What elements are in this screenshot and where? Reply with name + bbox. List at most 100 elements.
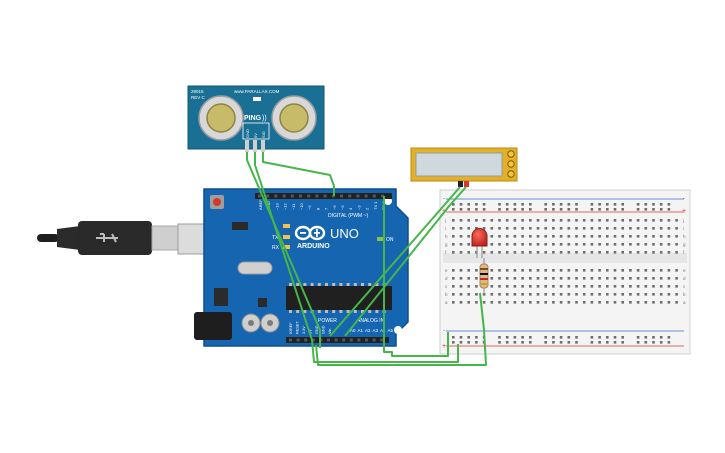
analog-header-label: ANALOG IN — [357, 318, 385, 324]
row-label: f — [445, 250, 447, 255]
header-pin[interactable] — [348, 194, 352, 198]
ping-waves-icon: )) — [262, 115, 267, 122]
wires[interactable] — [246, 152, 487, 366]
header-pin[interactable] — [304, 338, 308, 342]
rx-led — [283, 245, 290, 249]
header-pin[interactable] — [307, 194, 311, 198]
header-pin[interactable] — [372, 338, 376, 342]
header-pin[interactable] — [323, 194, 327, 198]
row-label: d — [445, 276, 448, 281]
lcd-pin-icon — [507, 150, 515, 158]
row-label: g — [683, 242, 686, 247]
header-pin[interactable] — [364, 194, 368, 198]
sensor-pins[interactable] — [245, 140, 265, 152]
ping-ultrasonic-sensor[interactable]: 28015 REV C www.PARALLAX.COM PING )) GND… — [187, 85, 325, 152]
analog-pin-label: A2 — [365, 328, 371, 333]
header-pin[interactable] — [381, 194, 384, 198]
power-jack — [194, 312, 232, 340]
tx-label: TX — [272, 235, 279, 241]
row-label: a — [445, 300, 448, 305]
analog-pin-label: A5 — [388, 328, 394, 333]
rx-label: RX — [272, 245, 280, 251]
led-body — [471, 228, 488, 247]
digital-pin-label: ~3 — [356, 205, 361, 210]
row-label: i — [445, 226, 446, 231]
digital-header-label: DIGITAL (PWM ~) — [328, 213, 368, 219]
row-label: g — [445, 242, 448, 247]
red-led[interactable] — [471, 228, 488, 258]
power-header-label: POWER — [318, 318, 337, 324]
row-label: c — [445, 284, 448, 289]
header-pin[interactable] — [356, 194, 360, 198]
arduino-logo-icon — [294, 225, 326, 241]
digital-header — [255, 193, 392, 199]
arduino-uno-board[interactable]: TX RX L ON ARDUINO UNO DIGITAL (PWM ~) P… — [194, 188, 409, 347]
header-pin[interactable] — [282, 194, 286, 198]
power-pin-label: 3.3V — [302, 326, 306, 334]
header-pin[interactable] — [349, 338, 353, 342]
header-pin[interactable] — [357, 338, 361, 342]
on-led — [377, 237, 384, 241]
left-transducer — [198, 95, 244, 141]
row-label: i — [683, 226, 684, 231]
header-pin[interactable] — [299, 194, 302, 198]
digital-pin-label: 2 — [365, 207, 370, 210]
header-pin[interactable] — [334, 338, 338, 342]
usb-cable-tail — [37, 234, 59, 242]
usb-icon — [96, 233, 118, 243]
lcd-connector[interactable] — [464, 181, 469, 187]
power-pin-label: RESET — [296, 321, 300, 334]
header-pin[interactable] — [327, 338, 330, 342]
digital-pin-label: ~13 — [274, 202, 279, 210]
header-pin[interactable] — [258, 194, 261, 198]
row-label: b — [445, 292, 448, 297]
sensor-rev-label: REV C — [191, 95, 206, 100]
header-pin[interactable] — [266, 194, 270, 198]
digital-pin-label: ~9 — [307, 205, 312, 210]
lcd-pin-icon — [507, 170, 515, 178]
wire-sensor-sig[interactable] — [262, 152, 335, 196]
header-pin[interactable] — [315, 194, 319, 198]
header-pin[interactable] — [274, 194, 278, 198]
header-pin[interactable] — [372, 194, 376, 198]
rail-plus-label: + — [682, 208, 686, 215]
wire-lcd-vcc[interactable] — [344, 186, 467, 337]
power-pin-label: 5V — [309, 329, 313, 334]
header-pin[interactable] — [290, 194, 294, 198]
wire-pin2-led[interactable] — [383, 196, 449, 357]
row-label: e — [445, 268, 448, 273]
digital-pin-label: ~5 — [340, 205, 345, 210]
lcd-connector[interactable] — [458, 181, 463, 187]
smd-chip — [258, 298, 267, 307]
header-pin[interactable] — [296, 338, 300, 342]
resistor[interactable] — [479, 258, 489, 294]
sensor-led — [253, 97, 261, 101]
rail-minus-label: - — [443, 328, 445, 334]
reset-button-cap[interactable] — [213, 198, 221, 206]
resistor-band — [480, 268, 488, 270]
wire-sensor-5v[interactable] — [254, 152, 459, 363]
header-pin[interactable] — [311, 338, 315, 342]
resistor-band — [480, 273, 488, 275]
header-pin[interactable] — [340, 194, 343, 198]
wire-lcd-gnd[interactable] — [329, 186, 461, 337]
crystal-oscillator — [237, 261, 273, 275]
wire-sensor-gnd[interactable] — [246, 152, 321, 348]
header-pin[interactable] — [289, 338, 292, 342]
header-pin[interactable] — [380, 338, 384, 342]
header-pin[interactable] — [365, 338, 368, 342]
analog-pin-label: A0 — [350, 328, 356, 333]
wire-resistor-gnd[interactable] — [315, 292, 487, 366]
usb-cable[interactable] — [37, 221, 209, 255]
sensor-url-label: www.PARALLAX.COM — [234, 89, 280, 94]
power-pin-label: IOREF — [289, 322, 293, 334]
uno-label: UNO — [330, 226, 359, 241]
header-pin[interactable] — [342, 338, 346, 342]
row-label: d — [683, 276, 686, 281]
lcd-display-module[interactable] — [410, 147, 518, 187]
digital-pin-label: ~10 — [299, 202, 304, 210]
